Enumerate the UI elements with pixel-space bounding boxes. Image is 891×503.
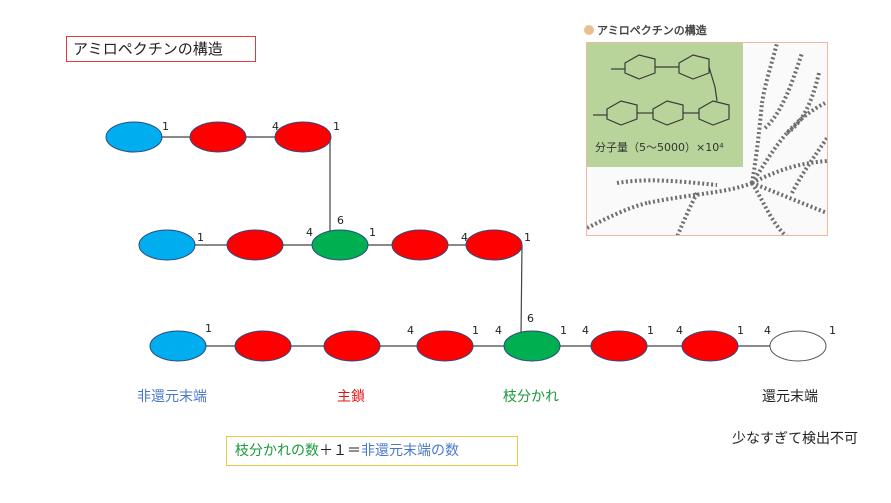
bond-position-label: 1 (162, 120, 169, 133)
title-box: アミロペクチンの構造 (66, 36, 256, 62)
bond-position-labels: 1 4 1 1 4 6 1 4 1 1 4 1 4 6 1 4 1 4 1 4 1 (162, 120, 836, 337)
bond-position-label: 1 (524, 231, 531, 244)
bond-position-label: 4 (764, 324, 771, 337)
bond-position-label: 1 (737, 324, 744, 337)
branch-connector (520, 244, 523, 337)
chemical-structure-panel: 分子量（5〜5000）×10⁴ (587, 43, 743, 167)
bond-position-label: 1 (369, 226, 376, 239)
legend-undetectable: 少なすぎて検出不可 (732, 431, 858, 447)
bond-position-label: 4 (461, 231, 468, 244)
glucose-unit (391, 229, 449, 261)
bond-position-label: 1 (472, 324, 479, 337)
glucose-unit (189, 121, 247, 153)
inset-title-text: アミロペクチンの構造 (597, 24, 707, 37)
glucose-unit (465, 229, 523, 261)
bond-position-label: 1 (333, 120, 340, 133)
inset-title: アミロペクチンの構造 (584, 22, 707, 38)
glucose-unit (234, 330, 292, 362)
structure-figure: 分子量（5〜5000）×10⁴ (586, 42, 828, 236)
legend-non-reducing-end: 非還元末端 (137, 389, 207, 405)
legend-main-chain: 主鎖 (337, 389, 365, 405)
bond-position-label: 1 (205, 322, 212, 335)
page-title: アミロペクチンの構造 (73, 40, 223, 58)
formula-non-reducing-count: 非還元末端の数 (361, 443, 459, 459)
bond-position-label: 1 (829, 324, 836, 337)
bond-position-label: 1 (197, 231, 204, 244)
legend-reducing-end: 還元末端 (762, 389, 818, 405)
glucose-unit (769, 330, 827, 362)
formula-box: 枝分かれの数＋１＝非還元末端の数 (226, 436, 518, 466)
bond-position-label: 1 (560, 324, 567, 337)
bond-position-label: 4 (495, 324, 502, 337)
bond-position-label: 6 (527, 312, 534, 325)
glucose-unit (138, 229, 196, 261)
bond-position-label: 4 (582, 324, 589, 337)
glucose-unit (323, 330, 381, 362)
glucose-unit (503, 330, 561, 362)
legend-branch: 枝分かれ (503, 389, 559, 405)
bond-position-label: 1 (647, 324, 654, 337)
bullet-icon (584, 25, 594, 35)
glucose-unit (149, 330, 207, 362)
bond-position-label: 4 (272, 120, 279, 133)
glucose-unit (226, 229, 284, 261)
glucose-ring-structure (593, 54, 730, 126)
bond-position-label: 4 (676, 324, 683, 337)
bond-position-label: 4 (407, 324, 414, 337)
glucose-unit (590, 330, 648, 362)
glucose-units (105, 121, 827, 362)
glucose-unit (311, 229, 369, 261)
branched-chains-illustration (587, 43, 827, 235)
bond-position-label: 4 (306, 226, 313, 239)
formula-plus-one: ＋１＝ (319, 443, 361, 459)
bond-position-label: 6 (337, 214, 344, 227)
molecular-weight-text: 分子量（5〜5000）×10⁴ (595, 141, 724, 154)
glucose-unit (681, 330, 739, 362)
glucose-unit (416, 330, 474, 362)
glucose-unit (105, 121, 163, 153)
formula-branch-count: 枝分かれの数 (235, 443, 319, 459)
glucose-unit (274, 121, 332, 153)
